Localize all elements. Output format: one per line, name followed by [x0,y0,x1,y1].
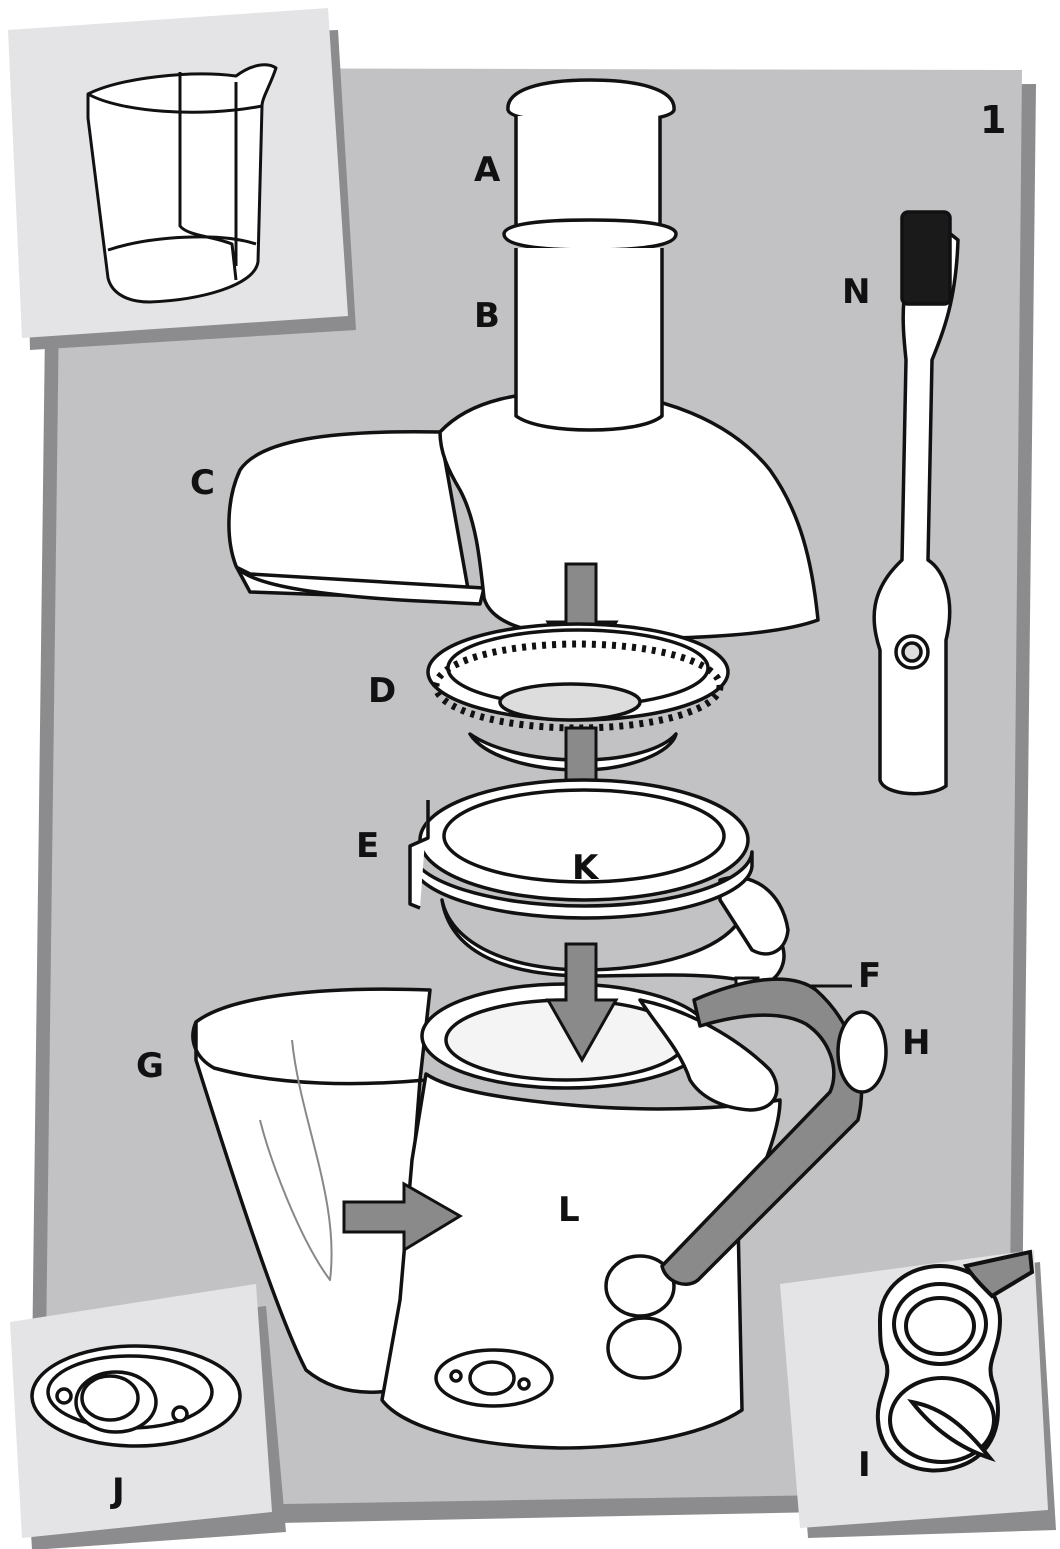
bowl-e [408,778,790,988]
base-l-dial-bottom [606,1316,682,1380]
jug-g [191,987,432,1394]
base-l-dial-top [604,1254,676,1318]
jug-m-rim [87,92,263,114]
bowl-e-handle-left [408,800,430,910]
brush-n-bristles [900,210,952,306]
filter-d-teeth [432,640,724,732]
label-i: I [858,1445,871,1485]
jug-m-base [107,235,257,252]
pusher-a [502,78,678,252]
jug-m-body [86,63,278,304]
label-e: E [356,826,379,866]
base-l-screw-right [517,1377,531,1391]
switch-j-illustration [30,1344,242,1448]
pusher-a-cap [506,78,676,124]
lid-c-spout-base [236,566,486,606]
brush-n [872,210,960,796]
label-d: D [368,671,396,711]
filter-d-disc [498,682,642,722]
jug-m-illustration [86,63,278,304]
filter-d-basket [468,732,678,772]
feed-tube-b [514,248,664,432]
base-l [380,982,782,1450]
label-j: J [110,1471,125,1511]
label-n: N [842,272,870,312]
lid-c-spout [227,430,472,602]
figure-number: 1 [980,98,1006,142]
lock-arm [660,977,888,1286]
pusher-a-collar [502,218,678,252]
base-l-shoulder [638,998,779,1112]
label-a: A [474,150,501,190]
dial-i-top-inner [904,1296,976,1356]
bowl-e-lip [410,850,754,920]
jug-g-body [194,987,432,1394]
pusher-a-body [514,116,662,230]
knob-h [836,1010,888,1094]
jug-g-rim [191,1021,427,1086]
brush-n-hole-inner [901,641,923,663]
switch-j-screw-left [55,1387,73,1405]
dial-i-illustration [875,1249,1035,1473]
label-g: G [136,1046,164,1086]
arrow-down-3 [545,942,619,1064]
filter-d [426,622,730,772]
base-l-screw-left [449,1369,463,1383]
bowl-e-lower [440,898,786,988]
bowl-e-rim-inner [442,788,726,884]
base-l-switch-button [468,1360,516,1396]
inset-j: J [10,1284,286,1549]
dial-i-arm [962,1249,1035,1299]
switch-j-screw-right [171,1405,189,1423]
label-k: K [572,848,600,888]
label-l: L [558,1190,580,1230]
lid-c [227,248,820,641]
label-f: F [858,956,881,996]
inset-i: I [780,1249,1056,1538]
dial-i-pointer [907,1399,996,1463]
lock-arm-bar [660,977,864,1286]
inset-m [8,8,356,350]
label-c: C [190,463,215,503]
switch-j-button-top [80,1374,140,1422]
jug-g-reflection [259,1039,333,1281]
label-h: H [902,1023,930,1063]
label-b: B [474,296,500,336]
arrow-right-g [342,1181,463,1253]
